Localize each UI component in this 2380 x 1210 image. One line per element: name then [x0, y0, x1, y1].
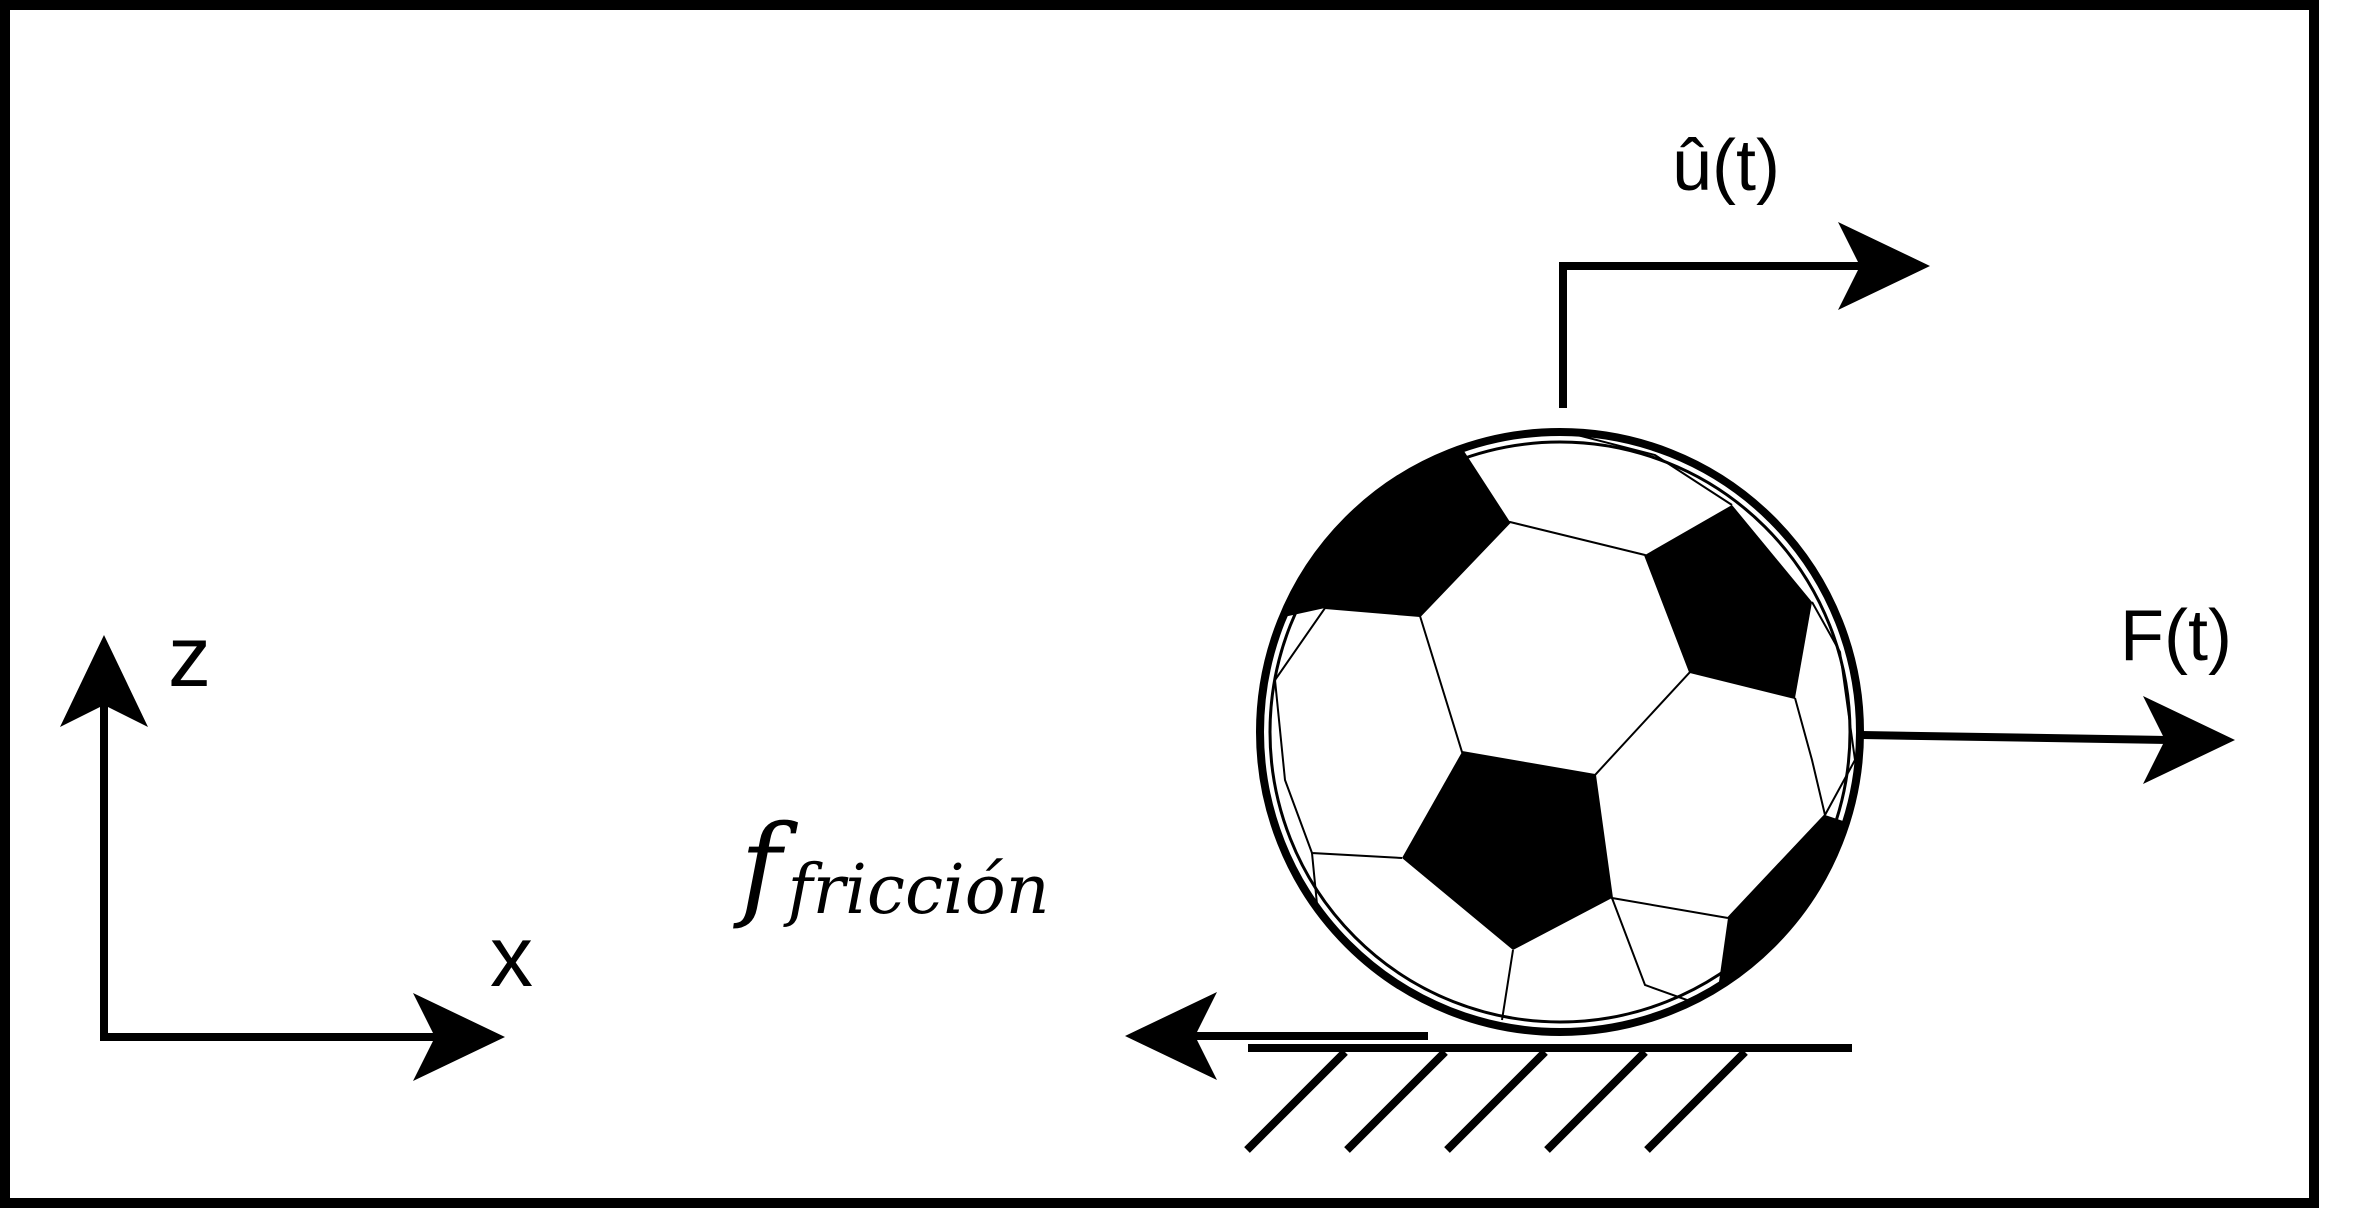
hatched-ground-icon — [1244, 1044, 1852, 1153]
z-axis-label: z — [168, 609, 211, 705]
velocity-arrowhead-icon — [1838, 222, 1930, 310]
friction-arrowhead-icon — [1125, 992, 1217, 1080]
applied-force-vector: F(t) — [1861, 596, 2235, 784]
velocity-vector-line — [1559, 262, 1870, 408]
diagram-frame — [0, 0, 2319, 1208]
ground-hatching — [1244, 1049, 1748, 1153]
force-vector-line — [1861, 731, 2171, 744]
z-axis-arrowhead-icon — [60, 635, 148, 727]
coordinate-axes: z x — [60, 609, 533, 1081]
soccer-ball-icon — [1256, 428, 1864, 1036]
friction-label: ffricción — [733, 802, 1050, 932]
x-axis-label: x — [490, 909, 533, 1005]
force-arrowhead-icon — [2143, 696, 2235, 784]
velocity-vector: û(t) — [1559, 126, 1930, 408]
force-label: F(t) — [2120, 596, 2232, 676]
x-axis-arrowhead-icon — [413, 993, 505, 1081]
friction-subscript: fricción — [782, 851, 1049, 930]
velocity-label: û(t) — [1672, 126, 1780, 206]
